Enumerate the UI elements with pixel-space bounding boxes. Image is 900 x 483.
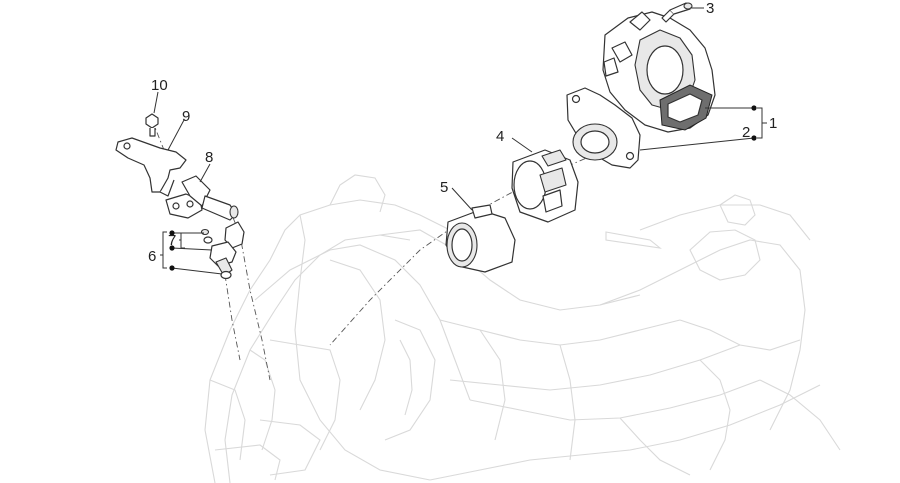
leader-lines — [153, 7, 767, 275]
callout-7: 7 — [168, 232, 176, 249]
screw-part-10 — [145, 113, 159, 137]
callout-4: 4 — [496, 128, 504, 145]
callout-8: 8 — [205, 149, 213, 166]
callout-6: 6 — [148, 248, 156, 265]
bracket-part-9 — [115, 137, 187, 197]
engine-background-ghost — [204, 174, 841, 483]
connector-part-8 — [165, 175, 239, 221]
injector-part-6-7 — [200, 221, 245, 280]
callout-5: 5 — [440, 179, 448, 196]
callout-3: 3 — [706, 0, 714, 17]
sleeve-part-5 — [445, 204, 516, 273]
callout-1: 1 — [769, 115, 777, 132]
callout-10: 10 — [151, 77, 168, 94]
callout-labels: 1 2 3 4 5 6 7 8 9 10 — [148, 0, 777, 265]
throttle-body-assembly — [566, 2, 716, 169]
callout-9: 9 — [182, 108, 190, 125]
callout-2: 2 — [742, 124, 750, 141]
callout-bullets — [169, 105, 757, 271]
clamp-part-4 — [511, 149, 579, 223]
